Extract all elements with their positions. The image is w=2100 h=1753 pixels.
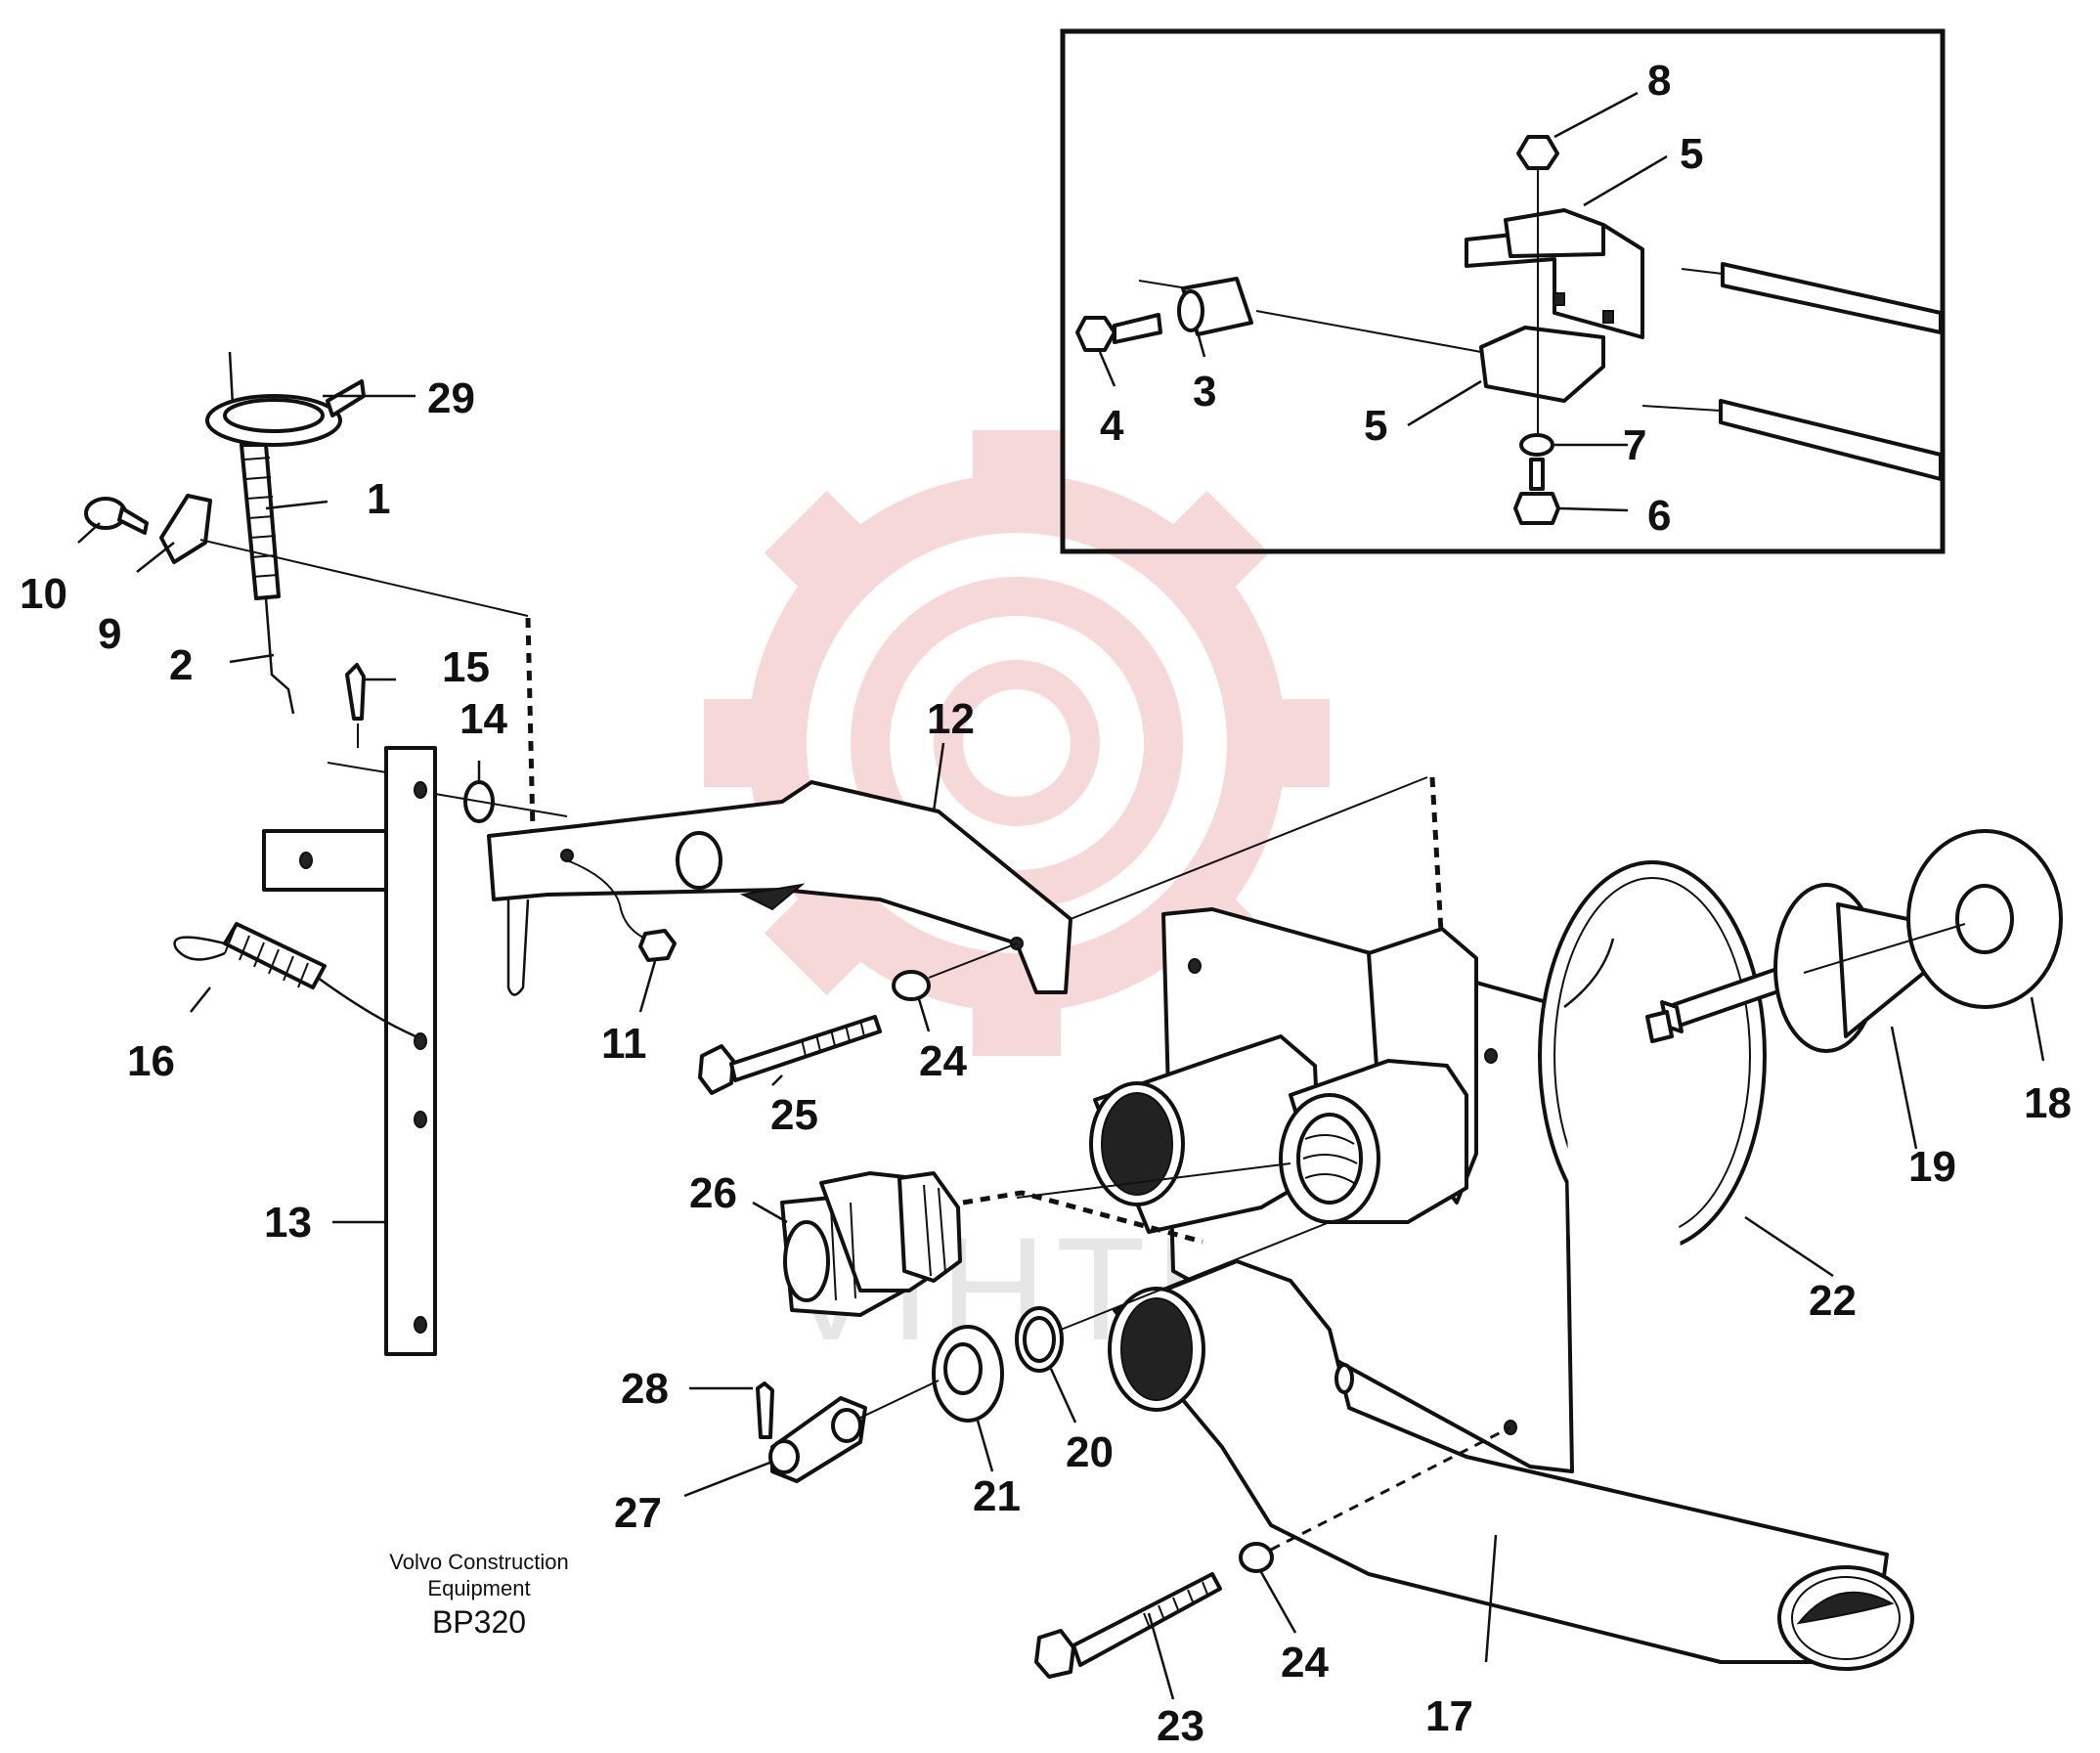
callout-12: 12 [927, 695, 975, 743]
callout-29: 29 [427, 374, 475, 422]
callout-24-upper: 24 [919, 1037, 967, 1085]
callout-labels: 1 2 3 4 5 5 6 7 8 9 10 11 12 13 14 15 16… [20, 57, 2072, 1750]
callout-11: 11 [601, 1020, 647, 1068]
callout-7: 7 [1623, 421, 1646, 469]
callout-16: 16 [127, 1037, 175, 1085]
caption-maker-line2: Equipment [427, 1576, 530, 1600]
callout-25: 25 [770, 1091, 818, 1139]
callout-19: 19 [1908, 1143, 1956, 1191]
watermark-gear-logo [704, 430, 1330, 1056]
callout-26: 26 [689, 1169, 737, 1217]
callout-18: 18 [2024, 1079, 2072, 1127]
watermark-gear-tooth [764, 490, 883, 609]
diagram-caption: Volvo Construction Equipment BP320 [389, 1550, 568, 1640]
caption-code: BP320 [432, 1604, 526, 1640]
callout-17: 17 [1425, 1692, 1473, 1740]
callout-2: 2 [169, 641, 193, 689]
callout-27: 27 [614, 1489, 662, 1537]
callout-9: 9 [98, 610, 121, 658]
watermark-gear-tooth [704, 699, 782, 787]
callout-4: 4 [1100, 402, 1124, 450]
inset-parts [1075, 135, 1943, 525]
callout-5-upper: 5 [1680, 130, 1703, 178]
caption-maker-line1: Volvo Construction [389, 1550, 568, 1574]
callout-28: 28 [621, 1365, 669, 1413]
callout-1: 1 [367, 475, 390, 523]
callout-20: 20 [1066, 1428, 1114, 1476]
callout-5-lower: 5 [1364, 402, 1387, 450]
callout-14: 14 [459, 695, 507, 743]
callout-6: 6 [1647, 492, 1671, 540]
callout-13: 13 [264, 1199, 312, 1247]
callout-3: 3 [1193, 368, 1216, 416]
leader-lines [77, 91, 2045, 1700]
watermark-gear-tooth [973, 430, 1061, 508]
callout-10: 10 [20, 570, 67, 618]
watermark-gear-tooth [764, 877, 883, 996]
callout-21: 21 [973, 1472, 1021, 1520]
main-parts [84, 351, 2063, 1679]
callout-15: 15 [442, 643, 490, 691]
watermark-gear-tooth [1251, 699, 1330, 787]
callout-23: 23 [1157, 1702, 1204, 1750]
callout-22: 22 [1809, 1277, 1857, 1325]
callout-24-lower: 24 [1281, 1639, 1329, 1687]
callout-8: 8 [1647, 57, 1671, 105]
inset-frame [1060, 28, 1946, 554]
